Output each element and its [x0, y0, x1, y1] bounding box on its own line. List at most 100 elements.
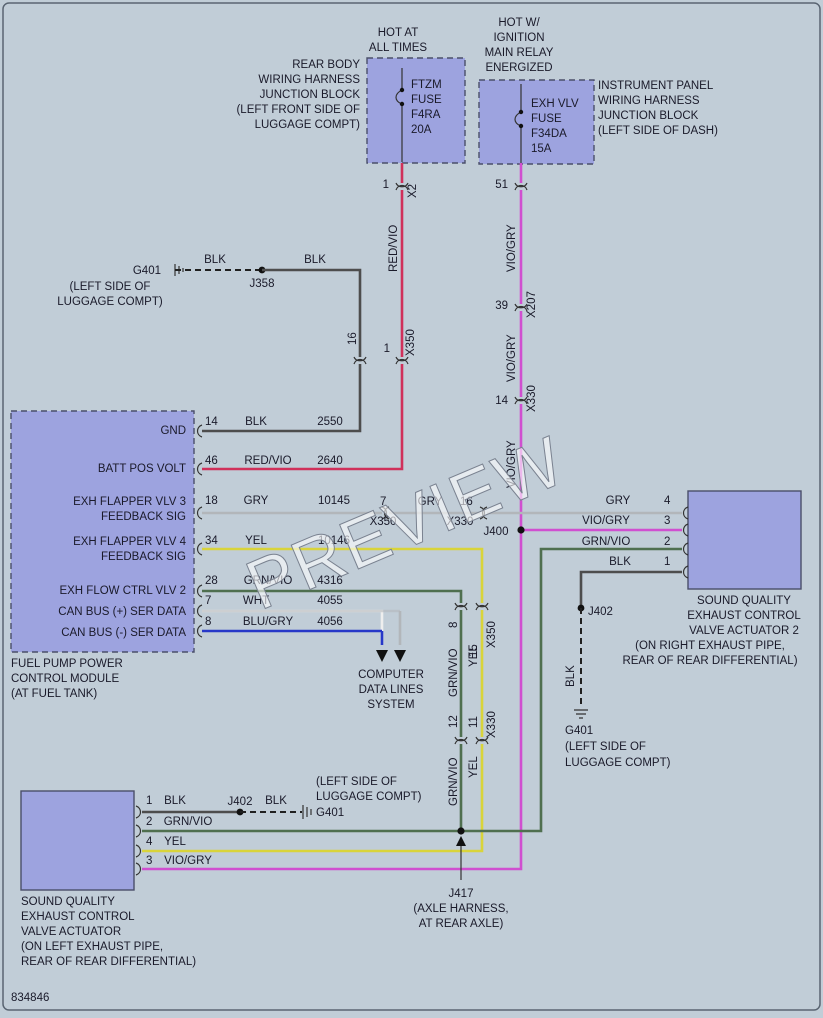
pin-14-gnd: 14 — [205, 416, 218, 428]
j402-right-label: J402 — [588, 606, 613, 618]
connector-x2-left: X2 — [407, 184, 419, 198]
pin-4-actuator-1: 4 — [146, 836, 153, 848]
j417-label-1: J417 — [449, 888, 474, 900]
fuse-f34da-label-3: F34DA — [531, 128, 567, 140]
wire-label-vio-gry-middle: VIO/GRY — [506, 334, 518, 382]
wire-label-wht: WHT — [243, 595, 269, 607]
circuit-2640: 2640 — [317, 455, 343, 467]
fppm-connector-terminals — [196, 424, 203, 638]
fppm-label-3: (AT FUEL TANK) — [11, 688, 97, 700]
figure-number: 834846 — [11, 992, 49, 1004]
fppm-pin-exh-flow-ctrl-vlv2: EXH FLOW CTRL VLV 2 — [59, 585, 186, 597]
rear-jb-label-5: LUGGAGE COMPT) — [255, 119, 361, 131]
actuator-1-label-3: VALVE ACTUATOR — [21, 926, 121, 938]
actuator-2-label-2: EXHAUST CONTROL — [687, 610, 801, 622]
fuel-pump-power-control-module — [10, 410, 195, 653]
connector-x330-bottom: X330 — [486, 711, 498, 738]
actuator-1-connector-terminals — [135, 805, 142, 876]
splice-j417 — [457, 827, 465, 835]
fuse-f4ra-label-2: FUSE — [411, 94, 442, 106]
wire-label-vio-gry-actuator-1: VIO/GRY — [164, 855, 212, 867]
wire-label-blk-j402: BLK — [265, 795, 287, 807]
rear-jb-label-1: REAR BODY — [292, 59, 360, 71]
j417-label-3: AT REAR AXLE) — [419, 918, 504, 930]
wire-label-blk-actuator-1: BLK — [164, 795, 186, 807]
circuit-4316: 4316 — [317, 575, 343, 587]
pin-18: 18 — [205, 495, 218, 507]
g401-right-label: G401 — [565, 725, 593, 737]
rear-jb-label-3: JUNCTION BLOCK — [260, 89, 361, 101]
ground-g401-right-icon — [574, 709, 588, 719]
fppm-pin-can-bus-plus: CAN BUS (+) SER DATA — [58, 606, 186, 618]
computer-data-lines-label-2: DATA LINES — [359, 684, 424, 696]
j402-left-label: J402 — [228, 796, 253, 808]
fuse-f34da-label-4: 15A — [531, 143, 552, 155]
fuse-f34da-terminal-top — [518, 109, 524, 115]
wire-label-vio-gry-lower: VIO/GRY — [506, 440, 518, 488]
pin-8-can-minus: 8 — [205, 616, 211, 628]
fuse-f4ra-label-4: 20A — [411, 124, 432, 136]
g401-right-location-2: LUGGAGE COMPT) — [565, 757, 671, 769]
preview-watermark: PREVIEW — [235, 421, 576, 624]
rear-jb-label-4: (LEFT FRONT SIDE OF — [236, 104, 360, 116]
pin-1-actuator-1: 1 — [146, 795, 152, 807]
pin-7-can-plus: 7 — [205, 595, 211, 607]
blk-label-j358: BLK — [304, 254, 326, 266]
wire-label-grn-vio-vertical-2: GRN/VIO — [448, 757, 460, 806]
hot-ignition-line-1: HOT W/ — [498, 17, 540, 29]
ip-jb-label-4: (LEFT SIDE OF DASH) — [598, 125, 718, 137]
fppm-pin-gnd: GND — [160, 425, 186, 437]
pin-16-x330: 16 — [460, 496, 473, 508]
connector-x207: X207 — [526, 291, 538, 318]
sound-quality-actuator-2 — [687, 490, 802, 590]
fppm-pin-exh-flapper-vlv3: EXH FLAPPER VLV 3 — [73, 496, 186, 508]
wire-label-blk-vertical: BLK — [565, 665, 577, 687]
actuator-2-label-4: (ON RIGHT EXHAUST PIPE, — [635, 640, 785, 652]
circuit-4055: 4055 — [317, 595, 343, 607]
pin-51: 51 — [495, 179, 508, 191]
actuator-2-label-1: SOUND QUALITY — [697, 595, 791, 607]
g401-top-location-1: (LEFT SIDE OF — [70, 281, 151, 293]
j358-label: J358 — [250, 278, 275, 290]
g401-right-location-1: (LEFT SIDE OF — [565, 741, 646, 753]
pin-1-x350: 1 — [384, 343, 390, 355]
connector-x330-top: X330 — [526, 385, 538, 412]
j417-label-2: (AXLE HARNESS, — [413, 903, 508, 915]
pin-15-x350: 15 — [468, 644, 480, 657]
pin-3-actuator-2: 3 — [664, 515, 670, 527]
pin-2-actuator-2: 2 — [664, 536, 670, 548]
fppm-pin-can-bus-minus: CAN BUS (-) SER DATA — [61, 627, 186, 639]
splice-j400 — [517, 526, 525, 534]
pin-14-x330: 14 — [495, 395, 508, 407]
pin-7-x350: 7 — [380, 496, 386, 508]
wire-label-blu-gry: BLU/GRY — [243, 616, 294, 628]
fppm-label-1: FUEL PUMP POWER — [11, 658, 123, 670]
wire-label-vio-gry-upper: VIO/GRY — [506, 224, 518, 272]
pin-12-x330: 12 — [448, 715, 460, 728]
pin-34: 34 — [205, 535, 218, 547]
pin-8-x350: 8 — [448, 622, 460, 628]
circuit-2550: 2550 — [317, 416, 343, 428]
fppm-pin-exh-flapper-vlv4: EXH FLAPPER VLV 4 — [73, 536, 187, 548]
hot-ignition-line-4: ENERGIZED — [485, 62, 552, 74]
wire-grn-vio-to-actuator-2 — [461, 547, 682, 833]
wire-grn-vio-4316 — [202, 589, 463, 603]
arrow-can-bus-1 — [376, 650, 388, 662]
wire-label-blk-gnd: BLK — [245, 416, 267, 428]
computer-data-lines-label-3: SYSTEM — [367, 699, 414, 711]
wire-label-gry-actuator-2: GRY — [606, 495, 631, 507]
fppm-pin-batt-pos-volt: BATT POS VOLT — [98, 463, 186, 475]
g401-left-location-2: LUGGAGE COMPT) — [316, 791, 422, 803]
wire-yel-to-actuator-1 — [142, 744, 484, 853]
sound-quality-actuator-1 — [20, 790, 135, 891]
pin-46: 46 — [205, 455, 218, 467]
ground-g401-left-icon — [302, 805, 312, 819]
pin-4-actuator-2: 4 — [664, 495, 671, 507]
ip-jb-label-2: WIRING HARNESS — [598, 95, 700, 107]
g401-left-label: G401 — [316, 807, 344, 819]
blk-label-dashed: BLK — [204, 254, 226, 266]
wire-blk-actuator-2-ground — [579, 570, 682, 608]
wire-label-grn-vio-actuator-1: GRN/VIO — [164, 816, 213, 828]
